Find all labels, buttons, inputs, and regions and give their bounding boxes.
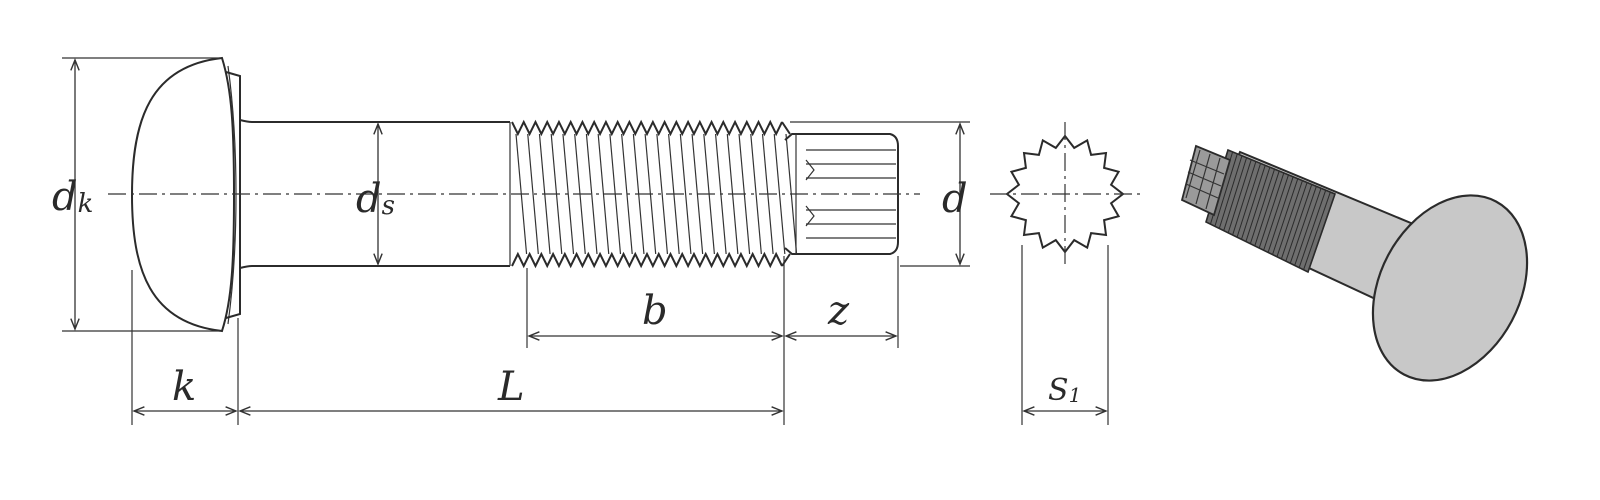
bolt-shank (239, 119, 510, 269)
thread3d-ring (1267, 176, 1294, 253)
label-L: L (497, 364, 525, 410)
thread3d-ring (1298, 190, 1327, 268)
thread-helix-line (527, 133, 539, 255)
thread-helix-line (597, 133, 610, 255)
thread3d-ring (1307, 193, 1336, 273)
bolt-3d-head (1371, 194, 1529, 382)
thread-crest-bottom (511, 251, 783, 269)
thread3d-ring (1245, 167, 1271, 242)
thread3d-ring (1303, 191, 1331, 270)
thread-helix-line (562, 133, 575, 255)
label-z: z (827, 288, 850, 334)
label-k: k (172, 364, 196, 410)
bolt-3d-spline-tip (1180, 144, 1232, 217)
thread-end-chamfer (781, 121, 791, 135)
bolt-side-view (108, 56, 920, 333)
thread-helix-line (750, 133, 762, 255)
thread3d-ring (1276, 180, 1303, 257)
thread3d-ring (1294, 188, 1322, 266)
label-d: d (942, 176, 968, 222)
thread3d-ring (1214, 153, 1238, 227)
label-b: b (642, 288, 668, 334)
thread-crest-top (511, 119, 783, 137)
thread3d-ring (1223, 157, 1248, 231)
thread-helix-line (621, 133, 633, 255)
thread3d-ring (1236, 163, 1262, 238)
spline-end-view (990, 122, 1142, 268)
bolt-head (130, 56, 236, 333)
thread-helix-line (773, 133, 786, 255)
thread3d-ring (1232, 161, 1257, 236)
label-dk: dk (52, 174, 93, 220)
label-ds: ds (356, 176, 395, 222)
thread3d-ring (1218, 155, 1243, 229)
thread3d-ring (1254, 170, 1280, 247)
thread3d-ring (1289, 186, 1317, 264)
thread-helix-line (585, 133, 598, 255)
thread3d-ring (1241, 165, 1266, 240)
thread3d-ring (1263, 174, 1289, 251)
thread-end-chamfer (781, 253, 791, 267)
dimension-labels: dk ds d b z k L S1 (52, 174, 1081, 410)
head-flange (225, 71, 241, 319)
thread3d-ring (1258, 172, 1285, 249)
bolt-3d-view (1180, 144, 1529, 382)
dimensions (62, 57, 1109, 425)
thread-helix-line (679, 133, 692, 255)
thread3d-ring (1249, 168, 1275, 244)
thread3d-ring (1227, 159, 1252, 234)
thread3d-ring (1285, 184, 1313, 262)
label-s1: S1 (1048, 373, 1081, 408)
thread-helix-line (656, 133, 669, 255)
thread3d-ring (1272, 178, 1299, 255)
thread3d-ring (1280, 182, 1308, 260)
